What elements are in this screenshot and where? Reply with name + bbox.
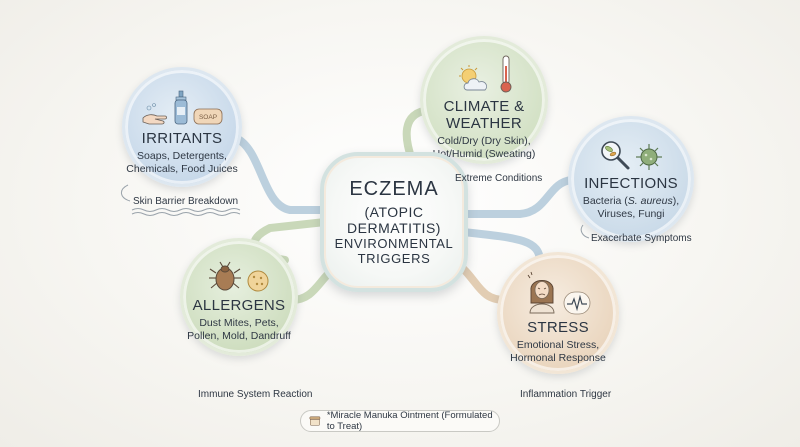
stressed-woman-icon bbox=[527, 271, 555, 314]
infections-title: INFECTIONS bbox=[584, 175, 678, 192]
heartbeat-icon bbox=[563, 291, 591, 315]
center-line3: TRIGGERS bbox=[357, 251, 431, 266]
stress-title: STRESS bbox=[527, 319, 589, 336]
infections-desc: Bacteria (S. aureus),Viruses, Fungi bbox=[582, 195, 680, 220]
node-allergens: ALLERGENS Dust Mites, Pets,Pollen, Mold,… bbox=[180, 238, 298, 356]
connector-irritants bbox=[232, 134, 329, 214]
arrow-skin bbox=[121, 184, 131, 202]
stress-desc: Emotional Stress,Hormonal Response bbox=[510, 339, 606, 364]
footer-note: *Miracle Manuka Ointment (Formulated to … bbox=[300, 410, 500, 432]
node-irritants: SOAP IRRITANTS Soaps, Detergents,Chemica… bbox=[122, 67, 242, 187]
allergens-desc: Dust Mites, Pets,Pollen, Mold, Dandruff bbox=[187, 317, 291, 342]
irritants-desc: Soaps, Detergents,Chemicals, Food Juices bbox=[126, 150, 238, 175]
label-extreme-conditions: Extreme Conditions bbox=[455, 173, 543, 184]
soap-bottle-icon bbox=[174, 90, 188, 125]
connector-stress-2 bbox=[459, 228, 544, 266]
label-exacerbate-symptoms: Exacerbate Symptoms bbox=[591, 233, 692, 244]
climate-desc: Cold/Dry (Dry Skin),Hot/Humid (Sweating) bbox=[432, 135, 536, 160]
thermometer-icon bbox=[500, 55, 512, 93]
label-skin-barrier: Skin Barrier Breakdown bbox=[133, 196, 239, 207]
pollen-icon bbox=[247, 270, 269, 292]
virus-icon bbox=[636, 144, 662, 170]
node-stress: STRESS Emotional Stress,Hormonal Respons… bbox=[497, 252, 619, 374]
wave-skin bbox=[131, 208, 241, 212]
label-inflammation-trigger: Inflammation Trigger bbox=[520, 389, 612, 400]
label-immune-reaction: Immune System Reaction bbox=[198, 389, 313, 400]
climate-title: CLIMATE &WEATHER bbox=[443, 98, 525, 132]
sun-cloud-icon bbox=[459, 65, 488, 91]
arrow-exacerbate bbox=[580, 224, 590, 239]
hand-icon bbox=[142, 103, 167, 125]
center-title: ECZEMA bbox=[349, 178, 439, 200]
center-subtitle: (ATOPIC DERMATITIS) bbox=[347, 204, 441, 236]
jar-icon bbox=[309, 416, 321, 426]
wave-skin-2 bbox=[131, 212, 241, 216]
footer-text: *Miracle Manuka Ointment (Formulated to … bbox=[326, 410, 493, 432]
connector-infections bbox=[459, 176, 576, 218]
soap-bar-icon: SOAP bbox=[193, 108, 223, 125]
node-infections: INFECTIONS Bacteria (S. aureus),Viruses,… bbox=[568, 116, 694, 242]
center-node: ECZEMA (ATOPIC DERMATITIS) ENVIRONMENTAL… bbox=[320, 152, 468, 292]
magnifier-bacteria-icon bbox=[601, 141, 630, 170]
allergens-title: ALLERGENS bbox=[192, 297, 286, 314]
irritants-title: IRRITANTS bbox=[141, 130, 223, 147]
soap-bar-label: SOAP bbox=[199, 114, 217, 121]
node-climate: CLIMATE &WEATHER Cold/Dry (Dry Skin),Hot… bbox=[420, 36, 548, 164]
dust-mite-icon bbox=[209, 261, 241, 291]
center-line2: ENVIRONMENTAL bbox=[334, 236, 454, 251]
